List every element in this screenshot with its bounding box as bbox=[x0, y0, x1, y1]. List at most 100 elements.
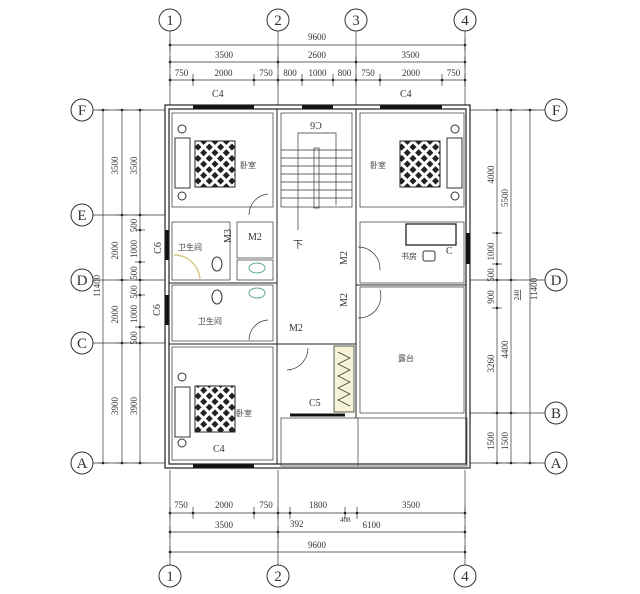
dimension-value: 750 bbox=[259, 68, 273, 78]
axis-bubble bbox=[158, 564, 182, 588]
dimension-value: 392 bbox=[290, 519, 304, 529]
dimension-value: 3260 bbox=[486, 354, 496, 373]
axis-label: B bbox=[551, 406, 561, 422]
axis-label: F bbox=[78, 103, 86, 119]
dimension-texts: 9600 3500 2600 3500 750 2000 750 800 1000 800 750 2… bbox=[92, 32, 539, 550]
dimension-value: 6100 bbox=[363, 520, 382, 530]
axis-label: A bbox=[77, 456, 88, 472]
room-label-bedroom: 卧室 bbox=[240, 160, 256, 170]
axis-label: A bbox=[551, 456, 562, 472]
axis-bubble bbox=[453, 564, 477, 588]
axis-label: 4 bbox=[461, 569, 469, 585]
dimension-value: 2600 bbox=[308, 50, 327, 60]
stair-down-label: 下 bbox=[293, 240, 303, 251]
windows bbox=[165, 105, 470, 468]
dimension-value: 900 bbox=[486, 290, 496, 304]
dimension-value: 11400 bbox=[529, 277, 539, 300]
bed-bottom-left bbox=[174, 372, 236, 448]
dimension-value: 500 bbox=[129, 218, 139, 232]
dimension-value: 3500 bbox=[215, 50, 234, 60]
sink bbox=[248, 287, 266, 299]
axis-bubble bbox=[266, 564, 290, 588]
axis-bubble bbox=[70, 203, 94, 227]
window-label: C4 bbox=[213, 444, 225, 455]
desk bbox=[405, 223, 457, 246]
dimension-value: 4400 bbox=[500, 340, 510, 359]
dimension-value: 750 bbox=[447, 68, 461, 78]
dimension-value: 800 bbox=[283, 68, 297, 78]
room-label-bedroom: 卧室 bbox=[236, 408, 252, 418]
axis-bubble bbox=[453, 8, 477, 32]
toilet bbox=[211, 256, 223, 272]
dimension-lines bbox=[98, 39, 535, 558]
dimension-value: 500 bbox=[129, 285, 139, 299]
window-label: C5 bbox=[309, 398, 321, 409]
axis-bubble bbox=[544, 268, 568, 292]
dimension-value: 1000 bbox=[129, 240, 139, 259]
dimension-value: 2000 bbox=[110, 241, 120, 260]
dimension-value: 3500 bbox=[129, 156, 139, 175]
dimension-value: 11400 bbox=[92, 274, 102, 297]
axis-label: F bbox=[552, 103, 560, 119]
door-label: M3 bbox=[223, 229, 234, 243]
axis-label: C bbox=[77, 336, 87, 352]
shower-arc bbox=[173, 254, 201, 280]
axis-bubble bbox=[544, 401, 568, 425]
axis-label: E bbox=[77, 208, 86, 224]
door-label: M2 bbox=[289, 323, 303, 334]
axis-bubble bbox=[266, 8, 290, 32]
dimension-value: 3500 bbox=[402, 500, 421, 510]
dimension-value: 9600 bbox=[308, 540, 327, 550]
room-label-bathroom: 卫生间 bbox=[198, 316, 222, 326]
axis-label: D bbox=[551, 273, 562, 289]
door-swings bbox=[248, 193, 382, 371]
axis-bubble bbox=[158, 8, 182, 32]
dimension-value: 3500 bbox=[215, 520, 234, 530]
dimension-value: 1000 bbox=[129, 305, 139, 324]
axis-bubble bbox=[544, 98, 568, 122]
axis-label: 3 bbox=[352, 13, 360, 29]
bed-top-left bbox=[174, 124, 236, 201]
sink bbox=[248, 262, 266, 274]
room-label-bedroom: 卧室 bbox=[370, 160, 386, 170]
toilet bbox=[211, 289, 223, 305]
dimension-value: 750 bbox=[175, 68, 189, 78]
dimension-value: 750 bbox=[259, 500, 273, 510]
door-label: M2 bbox=[248, 232, 262, 243]
dimension-value: 750 bbox=[361, 68, 375, 78]
dimension-value: 750 bbox=[174, 500, 188, 510]
dimension-value: 2000 bbox=[215, 500, 234, 510]
dimension-value: 1500 bbox=[500, 432, 510, 451]
door-label: M2 bbox=[339, 293, 350, 307]
axis-label: 2 bbox=[274, 569, 282, 585]
axis-label: 4 bbox=[461, 13, 469, 29]
window-label: C bbox=[446, 246, 453, 257]
dimension-value: 5500 bbox=[500, 189, 510, 208]
walls bbox=[164, 104, 471, 469]
axis-label: 1 bbox=[166, 569, 174, 585]
dimension-value: 800 bbox=[338, 68, 352, 78]
dimension-value: 3900 bbox=[110, 397, 120, 416]
dimension-value: 500 bbox=[129, 331, 139, 345]
window-label: C6 bbox=[153, 242, 164, 254]
axis-label: 2 bbox=[274, 13, 282, 29]
window-label: C4 bbox=[400, 89, 412, 100]
room-label-terrace: 露台 bbox=[398, 353, 414, 363]
staircase bbox=[281, 132, 352, 230]
axis-bubble bbox=[70, 451, 94, 475]
dimension-value: 2000 bbox=[110, 305, 120, 324]
dimension-value: 408 bbox=[340, 516, 351, 524]
dimension-value: 9600 bbox=[308, 32, 327, 42]
dimension-value: 1800 bbox=[309, 500, 328, 510]
axis-bubble bbox=[70, 98, 94, 122]
dimension-value: 1500 bbox=[486, 432, 496, 451]
dimension-value: 1000 bbox=[486, 242, 496, 261]
door-label: M2 bbox=[339, 251, 350, 265]
axis-bubble bbox=[544, 451, 568, 475]
axis-bubble bbox=[70, 331, 94, 355]
axis-bubble bbox=[70, 268, 94, 292]
bed-top-right bbox=[399, 124, 463, 201]
dimension-value: 4000 bbox=[486, 165, 496, 184]
